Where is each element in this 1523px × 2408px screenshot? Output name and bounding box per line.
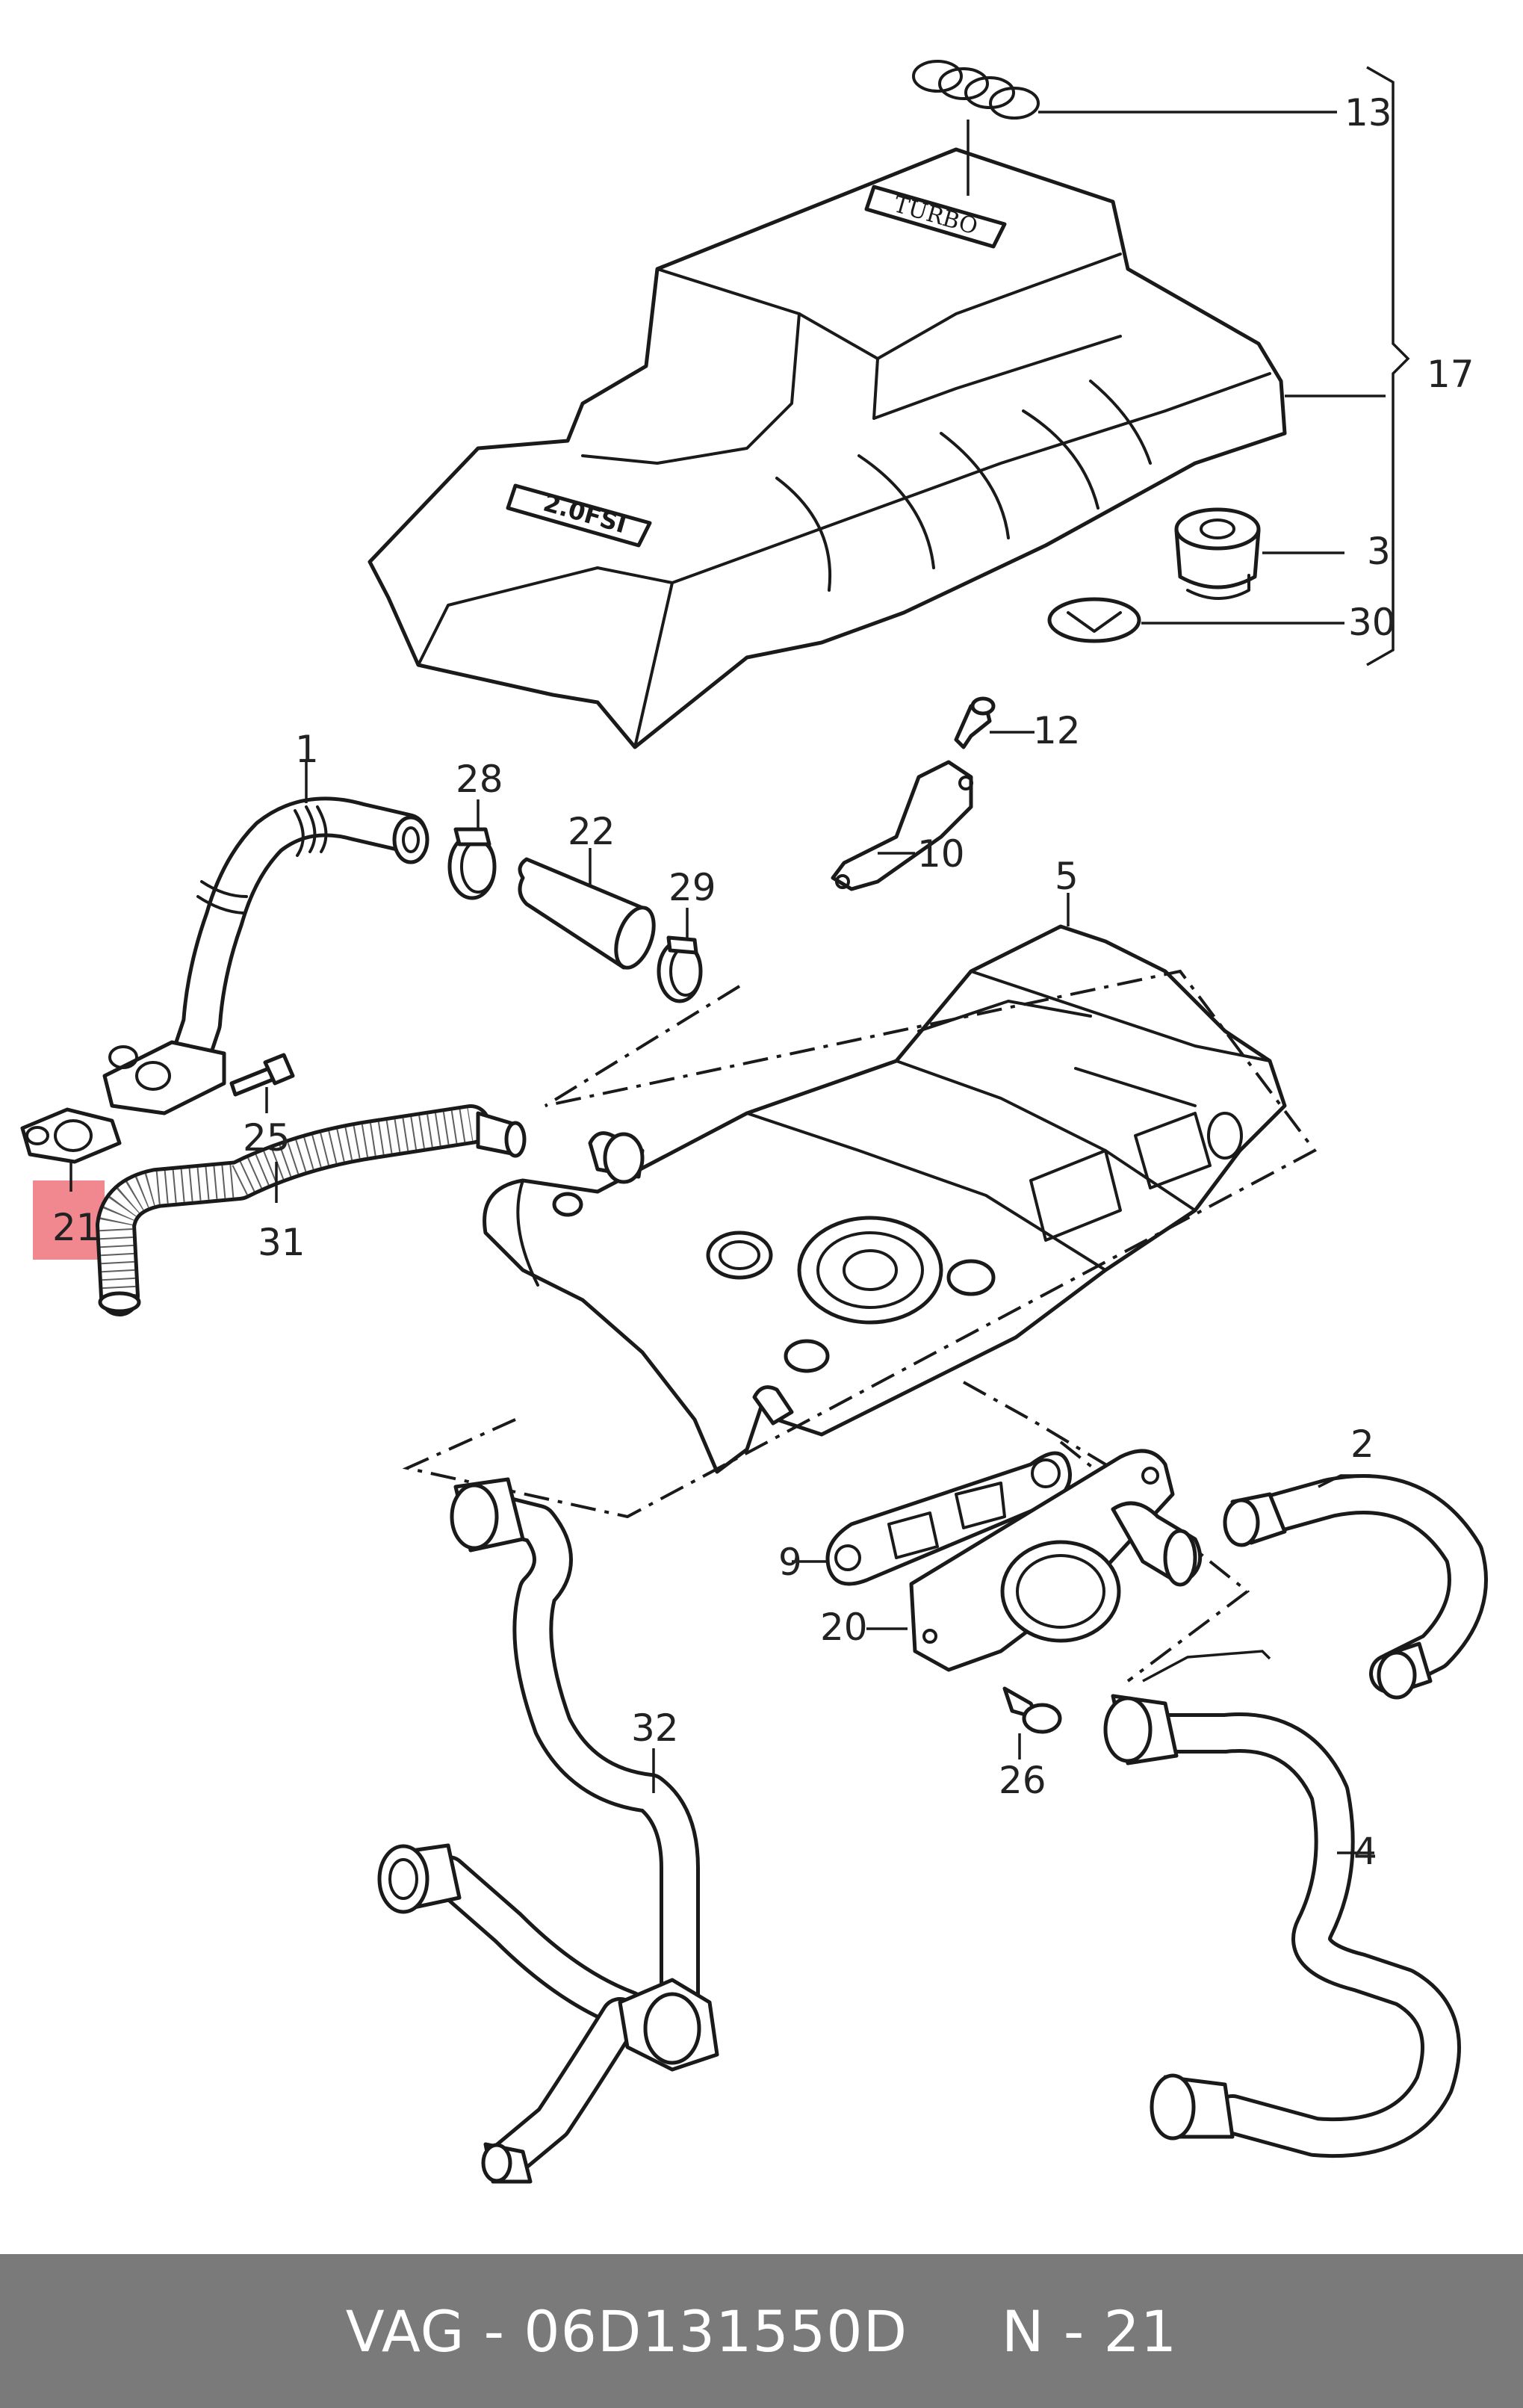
breather-hose-4 bbox=[1103, 1694, 1461, 2158]
gasket-21 bbox=[20, 1107, 122, 1164]
cylinder-head-cover bbox=[483, 924, 1287, 1474]
callout-3: 3 bbox=[1367, 530, 1391, 573]
callout-10: 10 bbox=[917, 832, 965, 876]
callout-28: 28 bbox=[456, 758, 503, 801]
connecting-hose-22 bbox=[518, 857, 656, 970]
callout-17: 17 bbox=[1427, 353, 1474, 396]
breather-hose-1 bbox=[102, 796, 429, 1115]
engine-cover: TURBO 2.0FSI bbox=[367, 147, 1287, 749]
retaining-clip bbox=[1047, 597, 1141, 643]
callout-32: 32 bbox=[631, 1706, 679, 1750]
callout-26: 26 bbox=[999, 1759, 1046, 1802]
callout-labels: 1 2 3 4 5 9 10 12 13 17 20 21 22 25 26 2… bbox=[52, 91, 1474, 1873]
breather-hose-31 bbox=[96, 1104, 527, 1316]
callout-12: 12 bbox=[1033, 709, 1081, 752]
part-number-footer: VAG - 06D131550D N - 21 bbox=[0, 2254, 1523, 2408]
flange-bolt bbox=[229, 1053, 295, 1097]
callout-29: 29 bbox=[669, 866, 716, 909]
audi-rings-emblem bbox=[912, 60, 1040, 120]
housing-bolt bbox=[1002, 1686, 1062, 1734]
callout-20: 20 bbox=[820, 1606, 868, 1649]
assembly-guide-lower bbox=[963, 1381, 1250, 1683]
breather-hose-32 bbox=[377, 1477, 719, 2184]
pcv-housing-20 bbox=[909, 1449, 1203, 1672]
breather-hose-2 bbox=[1223, 1474, 1488, 1700]
parts-diagram: TURBO 2.0FSI bbox=[20, 60, 1488, 2184]
assembly-guide-upper bbox=[402, 969, 1318, 1519]
callout-13: 13 bbox=[1344, 91, 1392, 134]
callout-1: 1 bbox=[295, 728, 319, 771]
callout-30: 30 bbox=[1348, 601, 1396, 644]
hose-clamp-29 bbox=[657, 935, 703, 1003]
callout-21: 21 bbox=[52, 1206, 100, 1249]
stud-bolt bbox=[954, 696, 996, 749]
mounting-bracket bbox=[831, 760, 973, 891]
callout-5: 5 bbox=[1055, 855, 1079, 898]
callout-22: 22 bbox=[568, 810, 615, 853]
hose-clamp-28 bbox=[447, 827, 497, 900]
rubber-grommet bbox=[1174, 507, 1261, 600]
highlighted-callout-box bbox=[33, 1180, 105, 1260]
callout-25: 25 bbox=[243, 1116, 291, 1160]
callout-4: 4 bbox=[1353, 1830, 1377, 1873]
footer-part-number-text: VAG - 06D131550D N - 21 bbox=[345, 2297, 1178, 2365]
callout-31: 31 bbox=[258, 1221, 305, 1264]
gasket-9 bbox=[825, 1451, 1072, 1586]
callout-9: 9 bbox=[778, 1541, 802, 1584]
callout-2: 2 bbox=[1350, 1423, 1374, 1466]
